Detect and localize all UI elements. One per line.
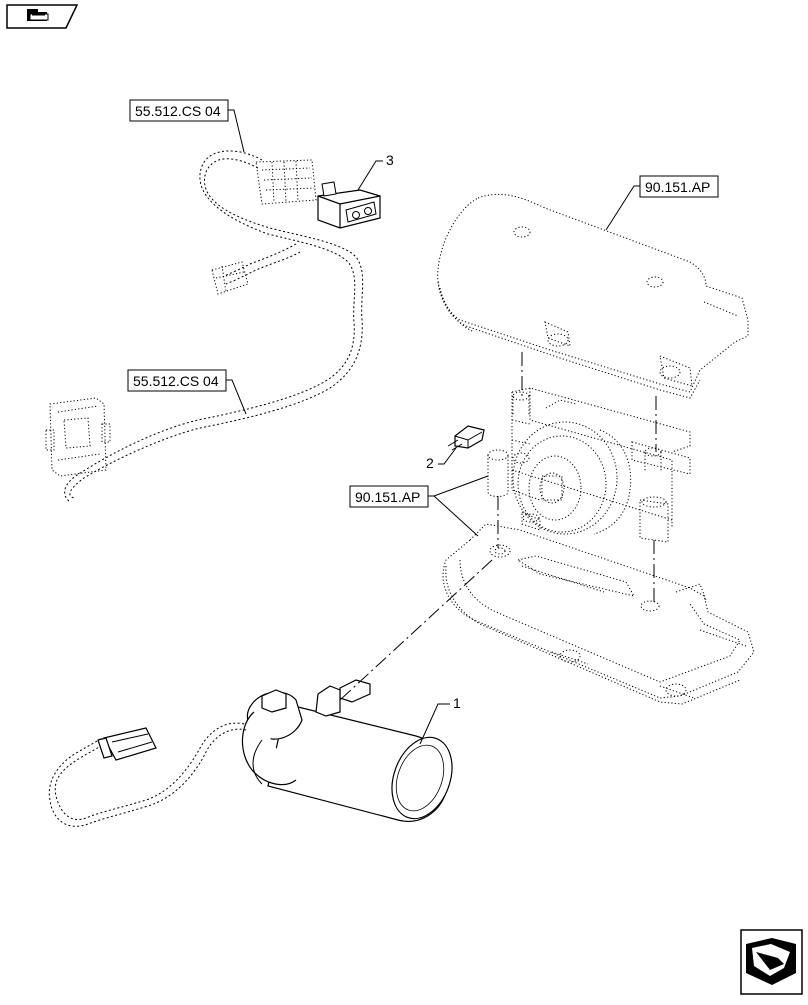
reference-text: 90.151.AP — [645, 179, 710, 195]
callout-1: 1 — [419, 695, 461, 745]
reference-text: 55.512.CS 04 — [135, 103, 221, 119]
reference-label-harness-lower[interactable]: 55.512.CS 04 — [127, 369, 227, 392]
reference-label-cover-lower[interactable]: 90.151.AP — [349, 485, 429, 508]
reference-label-harness-upper[interactable]: 55.512.CS 04 — [129, 99, 229, 122]
reference-label-cover-upper[interactable]: 90.151.AP — [639, 175, 719, 198]
next-page-arrow-icon[interactable] — [740, 929, 803, 995]
wiring-harness — [64, 150, 364, 503]
motor-cable-connector — [97, 727, 157, 761]
bracket-assembly — [511, 387, 691, 543]
leader-line — [226, 379, 247, 415]
alignment-centerlines — [339, 352, 657, 701]
leader-line — [433, 495, 479, 537]
harness-connector — [255, 159, 317, 205]
upper-cover — [437, 193, 749, 399]
callout-number: 2 — [426, 455, 434, 471]
lower-cover — [442, 523, 755, 705]
leader-line — [605, 185, 640, 231]
callout-3: 3 — [357, 152, 394, 191]
branch-connector — [211, 261, 249, 295]
callout-number: 3 — [386, 152, 394, 168]
motor-cable — [48, 722, 247, 827]
hex-bolt — [447, 425, 485, 451]
leader-line — [428, 475, 489, 497]
reference-text: 55.512.CS 04 — [133, 373, 219, 389]
motor-unit — [241, 679, 453, 822]
previous-page-arrow-icon[interactable] — [6, 4, 79, 29]
reference-text: 90.151.AP — [355, 489, 420, 505]
rotary-hub — [512, 421, 632, 535]
callout-2: 2 — [426, 447, 457, 471]
callout-number: 1 — [453, 695, 461, 711]
spacer-sleeve — [487, 449, 509, 497]
leader-line — [228, 109, 245, 153]
harness-plug — [45, 397, 111, 477]
rocker-switch — [317, 181, 381, 229]
